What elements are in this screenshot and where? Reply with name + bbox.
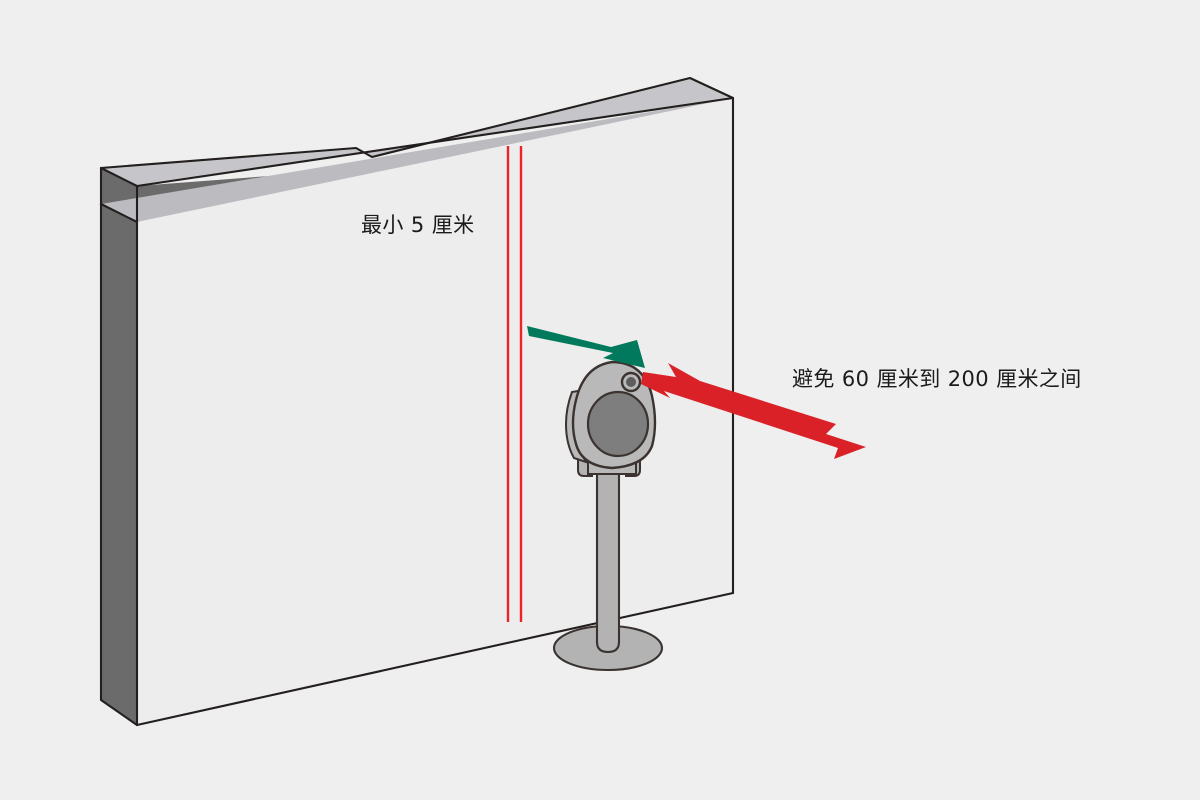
- min-clearance-label: 最小 5 厘米: [361, 213, 475, 237]
- wall-top-surface-upper: [101, 78, 733, 186]
- avoid-range-label: 避免 60 厘米到 200 厘米之间: [792, 367, 1082, 391]
- avoid-direction-arrow: [641, 363, 866, 459]
- floor-stand: [552, 468, 664, 672]
- wall-bottom-edge-outline: [135, 591, 735, 727]
- wall-left-step-outline: [99, 202, 139, 224]
- device-speaker: [586, 390, 650, 458]
- camera-device: [564, 360, 657, 477]
- allowed-direction-arrow: [527, 326, 645, 368]
- wall-step-strip: [101, 98, 733, 222]
- stand-pole: [595, 468, 621, 654]
- green-arrow-shape: [527, 326, 645, 368]
- wall-top-edge-outline: [99, 76, 735, 170]
- red-arrow-shape: [641, 363, 866, 459]
- wall-left-side-face: [101, 204, 137, 725]
- wall-left-side-outline: [99, 202, 139, 727]
- wall-top-front-edge-outline: [99, 96, 735, 188]
- wall: [99, 76, 735, 727]
- device-lens-glass: [626, 377, 636, 387]
- clearance-guide-lines: [506, 146, 523, 622]
- wall-front-face: [137, 98, 733, 725]
